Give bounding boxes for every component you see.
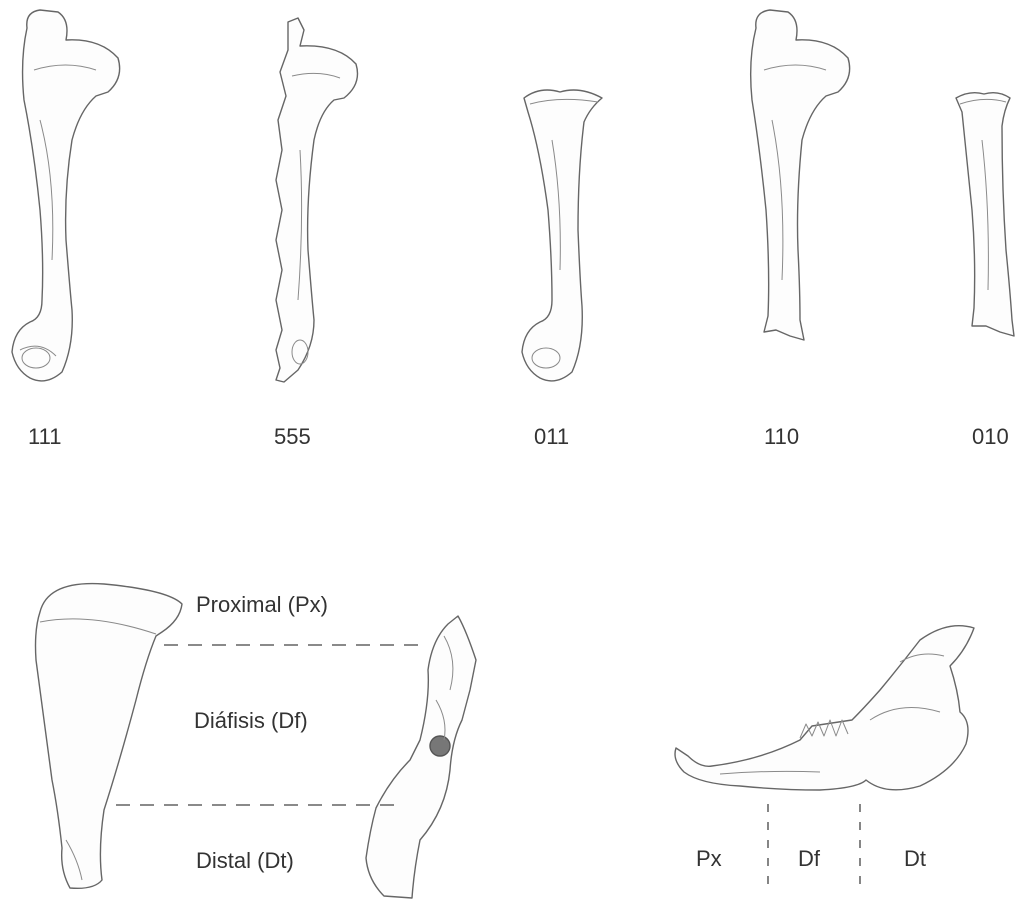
label-distal: Distal (Dt) — [196, 848, 294, 874]
label-proximal: Proximal (Px) — [196, 592, 328, 618]
bone-code-110: 110 — [764, 424, 799, 450]
mandible-label-dt: Dt — [904, 846, 926, 872]
long-bone-diagram — [36, 584, 183, 889]
bone-110-drawing — [751, 10, 850, 340]
bone-code-011: 011 — [534, 424, 569, 450]
label-diaphysis: Diáfisis (Df) — [194, 708, 308, 734]
bone-code-010: 010 — [972, 424, 1009, 450]
mandible-label-px: Px — [696, 846, 722, 872]
bone-010-drawing — [956, 93, 1014, 336]
mandible-diagram — [675, 626, 974, 790]
mandible-label-df: Df — [798, 846, 820, 872]
vertebra-diagram — [366, 616, 476, 898]
bone-555-drawing — [276, 18, 358, 382]
bone-111-drawing — [12, 10, 120, 381]
bone-code-111: 111 — [28, 424, 61, 450]
bone-011-drawing — [522, 90, 602, 381]
bone-code-555: 555 — [274, 424, 311, 450]
